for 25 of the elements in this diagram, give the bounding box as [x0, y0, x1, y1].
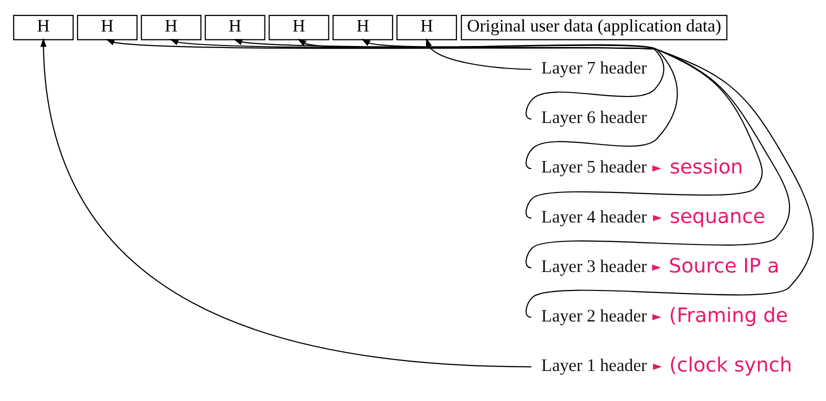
- node-text: Layer 5 header: [540, 156, 646, 176]
- node-box: H: [204, 14, 265, 40]
- node-text: Layer 3 header: [540, 255, 646, 276]
- node-text: Layer 1 header: [540, 354, 646, 374]
- arrow: [652, 264, 660, 270]
- node-box: Original user data (application data): [460, 14, 727, 40]
- node-text: session: [669, 154, 743, 178]
- node-box: H: [140, 14, 201, 40]
- arrow: [40, 37, 531, 367]
- node-text: Layer 4 header: [540, 206, 646, 226]
- arrow: [425, 38, 531, 70]
- node-box: H: [12, 14, 74, 40]
- node-text: Layer 6 header: [540, 106, 646, 127]
- node-text: (clock synch: [668, 353, 792, 376]
- node-box: H: [332, 14, 393, 40]
- node-box: H: [396, 14, 456, 40]
- node-text: Source IP a: [668, 254, 779, 277]
- node-box: H: [76, 14, 138, 40]
- node-box: H: [268, 14, 329, 40]
- arrow: [652, 164, 661, 172]
- arrow: [652, 314, 661, 320]
- node-text: sequance: [669, 204, 765, 228]
- node-text: (Framing de: [668, 304, 788, 327]
- node-text: Layer 7 header: [540, 57, 646, 78]
- node-text: Layer 2 header: [540, 304, 646, 325]
